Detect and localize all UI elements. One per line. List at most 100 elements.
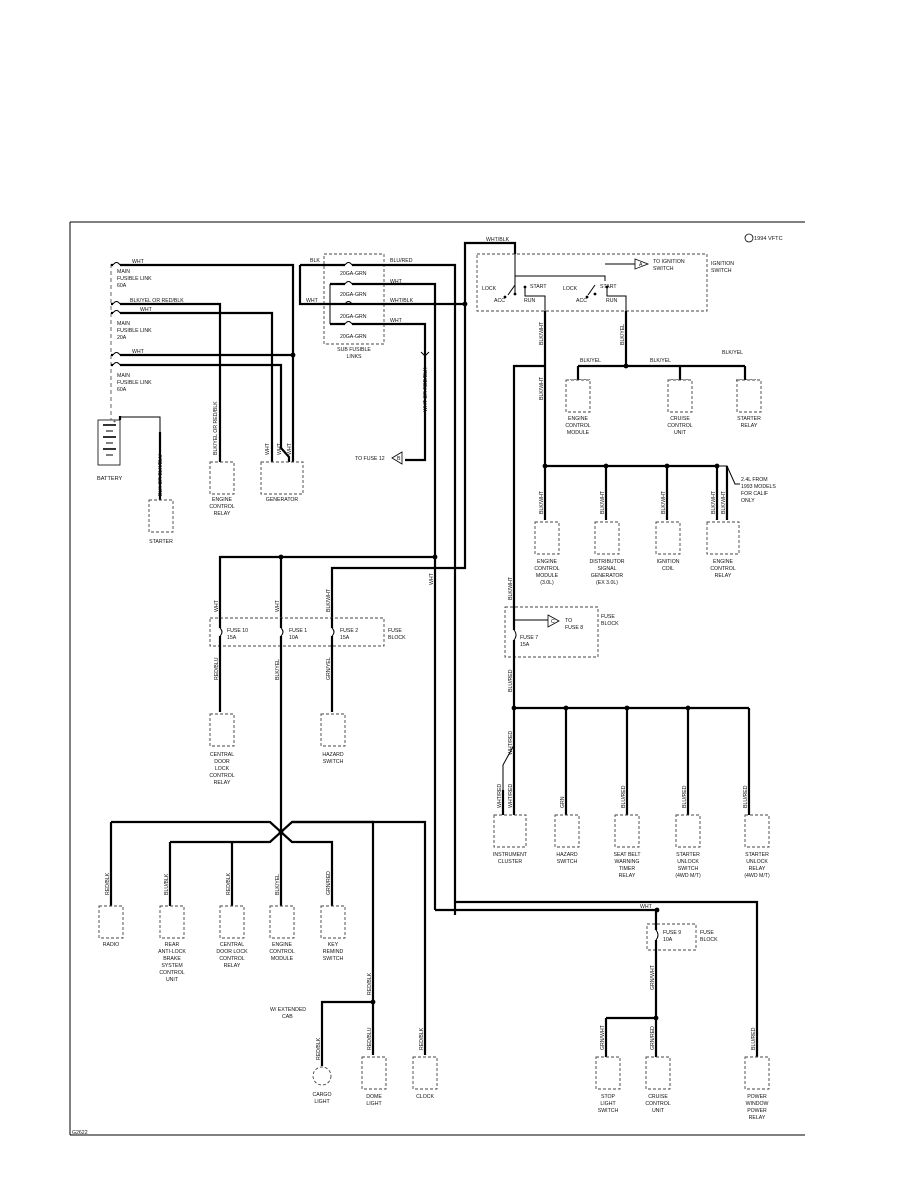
svg-text:UNLOCK: UNLOCK	[746, 859, 768, 865]
svg-text:UNIT: UNIT	[652, 1108, 665, 1114]
svg-text:+: +	[113, 419, 116, 425]
main-link-4-l2: FUSIBLE LINK	[117, 380, 152, 386]
svg-text:REMIND: REMIND	[323, 949, 344, 955]
distributor-signal-generator: DISTRIBUTOR SIGNAL GENERATOR (EX 3.0L)	[589, 521, 625, 586]
seat-belt-warning-timer-relay: SEAT BELT WARNING TIMER RELAY	[613, 814, 641, 879]
cruise-control-unit-run: CRUISE CONTROL UNIT	[667, 379, 693, 436]
svg-text:MODULE: MODULE	[567, 430, 590, 436]
svg-text:BLK/YEL: BLK/YEL	[275, 874, 281, 895]
main-link-2-wire	[111, 302, 222, 462]
svg-text:(EX 3.0L): (EX 3.0L)	[596, 580, 618, 586]
svg-text:RELAY: RELAY	[214, 511, 231, 517]
battery: + BATTERY	[97, 419, 123, 482]
key-remind-switch: KEY REMIND SWITCH	[320, 905, 346, 962]
svg-text:GENERATOR: GENERATOR	[266, 497, 299, 503]
power-window-feed	[455, 900, 759, 1057]
svg-text:WHT: WHT	[214, 599, 220, 612]
svg-text:20GA-GRN: 20GA-GRN	[340, 314, 367, 320]
svg-text:BLU/RED: BLU/RED	[743, 785, 749, 808]
svg-text:CONTROL: CONTROL	[269, 949, 294, 955]
svg-text:CONTROL: CONTROL	[209, 773, 234, 779]
svg-text:10A: 10A	[289, 635, 299, 641]
starter-wire	[118, 416, 162, 500]
svg-text:RELAY: RELAY	[741, 423, 758, 429]
hazard-switch-left: HAZARD SWITCH	[320, 713, 346, 765]
dome-light: DOME LIGHT	[361, 1056, 387, 1107]
svg-text:CONTROL: CONTROL	[209, 504, 234, 510]
svg-text:FUSE 9: FUSE 9	[663, 930, 681, 936]
svg-text:BLK/YEL: BLK/YEL	[580, 358, 601, 364]
svg-text:RELAY: RELAY	[749, 1115, 766, 1121]
svg-text:GRN/YEL: GRN/YEL	[326, 657, 332, 680]
sub-wht-bus	[298, 265, 467, 306]
svg-text:STARTER: STARTER	[149, 539, 173, 545]
svg-text:GENERATOR: GENERATOR	[591, 573, 624, 579]
gen-wire3-label: WHT	[287, 442, 293, 455]
right-fuse-block	[504, 606, 599, 658]
svg-text:INSTRUMENT: INSTRUMENT	[493, 852, 528, 858]
svg-text:GRN/WHT: GRN/WHT	[650, 964, 656, 990]
svg-text:A: A	[639, 262, 643, 268]
svg-text:BLOCK: BLOCK	[601, 621, 619, 627]
svg-text:BLK/WHT: BLK/WHT	[600, 490, 606, 514]
svg-text:UNLOCK: UNLOCK	[677, 859, 699, 865]
ignition-coil: IGNITION COIL	[655, 521, 681, 572]
svg-text:WHT: WHT	[429, 572, 435, 585]
svg-text:10A: 10A	[663, 937, 673, 943]
svg-text:WHT/BLK: WHT/BLK	[486, 237, 510, 243]
main-link-1-l2: FUSIBLE LINK	[117, 276, 152, 282]
svg-text:IGNITION: IGNITION	[711, 261, 734, 267]
cargo-light: CARGO LIGHT	[312, 1066, 332, 1105]
clock: CLOCK	[412, 1056, 438, 1100]
svg-text:TIMER: TIMER	[619, 866, 635, 872]
svg-text:1993 MODELS: 1993 MODELS	[741, 484, 776, 490]
svg-text:WHT/BLK: WHT/BLK	[390, 298, 414, 304]
svg-text:START: START	[530, 284, 547, 290]
engine-control-module-run: ENGINE CONTROL MODULE	[565, 379, 591, 436]
starter-unlock-relay: STARTER UNLOCK RELAY (4WD M/T)	[744, 814, 770, 879]
fuse1-bus-top	[109, 820, 375, 1002]
svg-text:BLK/WHT: BLK/WHT	[326, 588, 332, 612]
svg-text:POWER: POWER	[747, 1094, 767, 1100]
svg-text:SWITCH: SWITCH	[653, 266, 674, 272]
svg-text:FUSE 8: FUSE 8	[565, 625, 583, 631]
svg-text:WHT: WHT	[640, 904, 653, 910]
svg-text:TO FUSE 12: TO FUSE 12	[355, 456, 385, 462]
svg-text:BLK/WHT: BLK/WHT	[508, 576, 514, 600]
instrument-cluster: INSTRUMENT CLUSTER	[493, 814, 528, 865]
svg-text:WHT/RED: WHT/RED	[508, 731, 514, 755]
svg-text:BLU/RED: BLU/RED	[621, 785, 627, 808]
svg-text:DOOR LOCK: DOOR LOCK	[216, 949, 248, 955]
engine-control-relay-ign: ENGINE CONTROL RELAY	[706, 521, 740, 579]
svg-text:BLK/WHT: BLK/WHT	[721, 490, 727, 514]
svg-text:LOCK: LOCK	[215, 766, 230, 772]
svg-text:UNIT: UNIT	[166, 977, 179, 983]
rear-anti-lock-brake-system-control-unit: REAR ANTI-LOCK BRAKE SYSTEM CONTROL UNIT	[158, 905, 186, 983]
svg-text:CENTRAL: CENTRAL	[210, 752, 234, 758]
svg-text:GRN/RED: GRN/RED	[650, 1026, 656, 1050]
svg-text:WHT: WHT	[275, 599, 281, 612]
main-link-1-l1: MAIN	[117, 269, 130, 275]
fuse1-bus-lower	[168, 830, 334, 906]
svg-text:SWITCH: SWITCH	[323, 759, 344, 765]
svg-text:ENGINE: ENGINE	[272, 942, 292, 948]
main-link-60a-wire	[111, 263, 295, 355]
generator: GENERATOR	[260, 461, 304, 503]
svg-text:BLU/RED: BLU/RED	[390, 258, 413, 264]
svg-text:GRN/WHT: GRN/WHT	[600, 1024, 606, 1050]
cruise-control-unit-bottom: CRUISE CONTROL UNIT	[645, 1056, 671, 1114]
svg-text:CLUSTER: CLUSTER	[498, 859, 522, 865]
svg-text:RELAY: RELAY	[715, 573, 732, 579]
svg-text:15A: 15A	[227, 635, 237, 641]
sub-fusible-links-box	[323, 253, 385, 345]
svg-text:CONTROL: CONTROL	[667, 423, 692, 429]
svg-text:RED/BLK: RED/BLK	[316, 1037, 322, 1060]
svg-text:BLK/YEL: BLK/YEL	[275, 659, 281, 680]
svg-text:WHT: WHT	[390, 279, 403, 285]
svg-text:BLK/YEL: BLK/YEL	[620, 324, 626, 345]
svg-text:WARNING: WARNING	[615, 859, 640, 865]
svg-text:ENGINE: ENGINE	[568, 416, 588, 422]
svg-text:CONTROL: CONTROL	[159, 970, 184, 976]
svg-text:LOCK: LOCK	[563, 286, 578, 292]
